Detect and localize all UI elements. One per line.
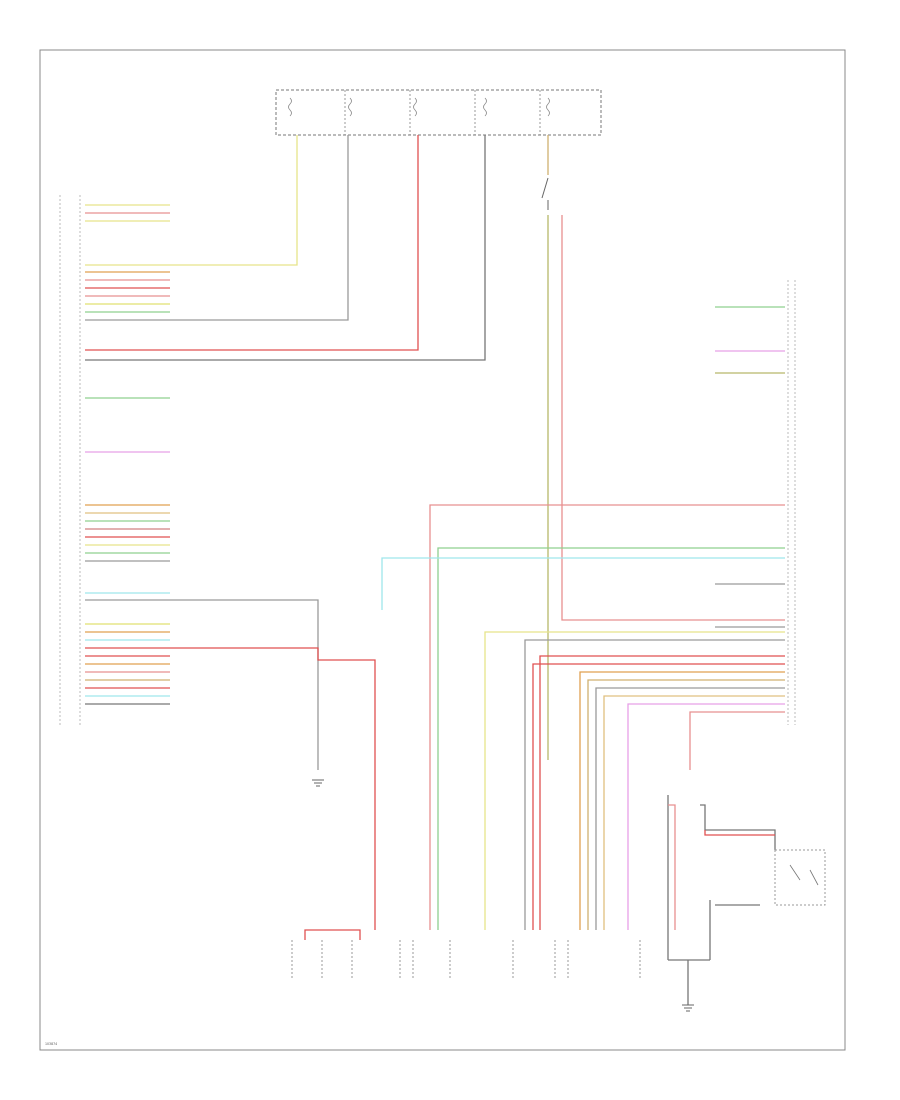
- left-connector: [59, 195, 81, 725]
- component-5: [567, 940, 641, 980]
- component-3: [412, 940, 451, 980]
- wire-red-fuse3: [85, 135, 419, 351]
- ground-symbols: [312, 779, 694, 1012]
- component-1: [291, 940, 323, 980]
- component-1-wire: [304, 929, 361, 940]
- component-4: [512, 940, 556, 980]
- wire-pink-brake: [561, 215, 785, 621]
- fuse-box: [275, 89, 602, 136]
- component-2: [351, 940, 401, 980]
- bottom-components: [291, 849, 826, 980]
- right-connector: [787, 280, 796, 725]
- wire-gray-fuse2: [85, 135, 349, 321]
- wire-black-fuse4: [85, 135, 486, 361]
- fuse-symbols: [288, 97, 550, 117]
- relay-box: [774, 849, 826, 906]
- diagram-border: [39, 49, 846, 1051]
- wire-yellow-fuse1: [85, 135, 298, 266]
- relay-symbol: [789, 864, 819, 886]
- brake-switch: [541, 177, 549, 210]
- diagram-id: 103874: [45, 1042, 57, 1046]
- wires: [85, 135, 785, 1005]
